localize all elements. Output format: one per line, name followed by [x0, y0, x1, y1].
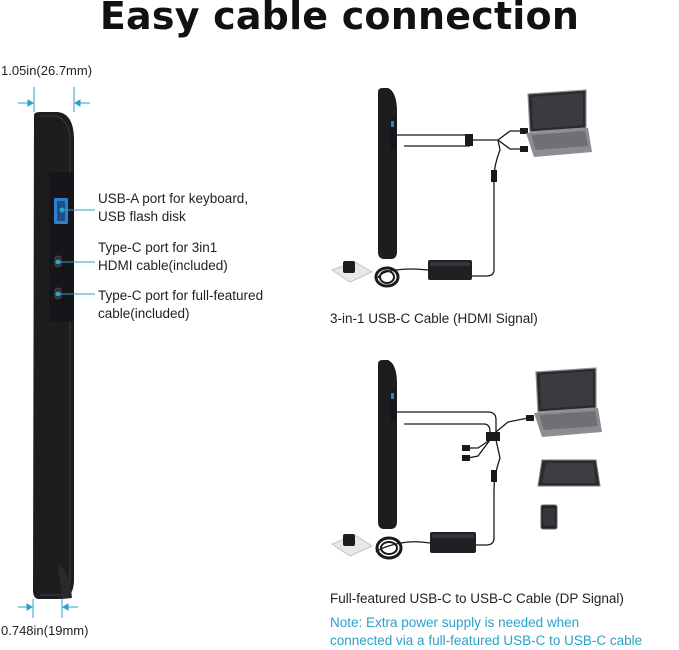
- hdmi-connection-diagram: [330, 88, 592, 288]
- port-label-line: USB-A port for keyboard,: [98, 191, 249, 206]
- dimension-bottom: [18, 599, 78, 618]
- port-label-line: Type-C port for full-featured: [98, 288, 264, 303]
- caption-hdmi: 3-in-1 USB-C Cable (HDMI Signal): [330, 311, 538, 326]
- port-label-line: Type-C port for 3in1: [98, 240, 218, 255]
- port-label-usb-a: USB-A port for keyboard, USB flash disk: [98, 190, 248, 226]
- power-note-line: connected via a full-featured USB-C to U…: [330, 633, 643, 648]
- port-label-line: cable(included): [98, 306, 190, 321]
- dp-connection-diagram: [330, 360, 602, 560]
- page-title: Easy cable connection: [99, 0, 580, 38]
- monitor-side-view: [33, 112, 74, 599]
- caption-dp: Full-featured USB-C to USB-C Cable (DP S…: [330, 591, 624, 606]
- dimension-top-label: 1.05in(26.7mm): [1, 63, 93, 78]
- port-leader-lines: [55, 207, 95, 297]
- port-label-line: HDMI cable(included): [98, 258, 228, 273]
- power-note: Note: Extra power supply is needed when …: [330, 614, 642, 650]
- dimension-top: [18, 87, 90, 112]
- port-label-type-c-hdmi: Type-C port for 3in1 HDMI cable(included…: [98, 239, 228, 275]
- power-note-line: Note: Extra power supply is needed when: [330, 615, 580, 630]
- port-label-type-c-full: Type-C port for full-featured cable(incl…: [98, 287, 263, 323]
- port-label-line: USB flash disk: [98, 209, 186, 224]
- dimension-bottom-label: 0.748in(19mm): [1, 623, 89, 638]
